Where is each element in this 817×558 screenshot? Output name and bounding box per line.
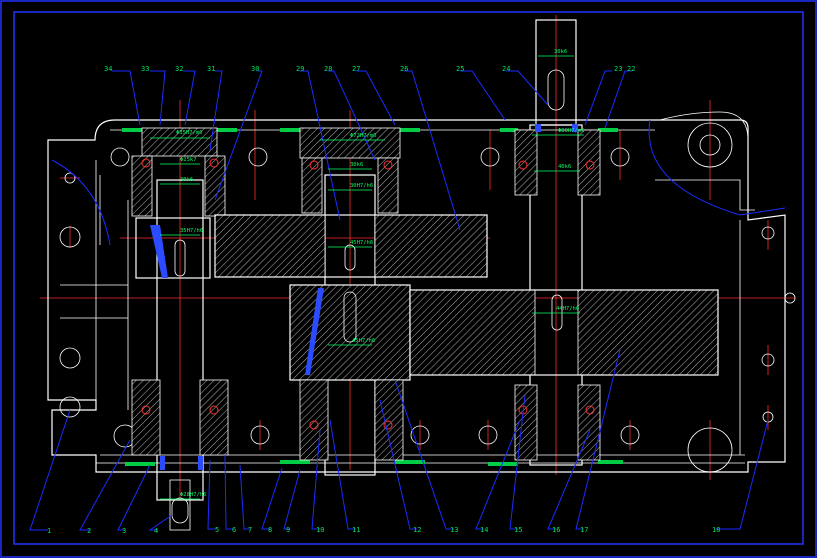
part-number-top-6: 28 (324, 65, 332, 73)
part-number-bottom-11: 12 (413, 526, 421, 534)
dimension-text-7: 30k6 (180, 177, 193, 183)
leader-lines (29, 70, 786, 531)
dimension-text-11: 44H7/h6 (556, 306, 579, 312)
part-number-top-9: 25 (456, 65, 464, 73)
part-number-bottom-2: 3 (122, 527, 126, 535)
part-number-bottom-10: 11 (352, 526, 360, 534)
bearings (141, 158, 595, 430)
part-number-bottom-14: 15 (514, 526, 522, 534)
part-number-bottom-8: 9 (286, 526, 290, 534)
part-number-top-1: 33 (141, 65, 149, 73)
part-number-bottom-13: 14 (480, 526, 488, 534)
dimension-text-9: 35H7/h6 (180, 228, 203, 234)
dimension-text-3: Φ80H7/m6 (558, 128, 585, 134)
intermediate-shaft (214, 127, 488, 476)
part-number-top-8: 26 (400, 65, 408, 73)
part-number-bottom-12: 13 (450, 526, 458, 534)
part-number-bottom-17: 18 (712, 526, 720, 534)
dimension-text-1: Φ35H7/m6 (176, 130, 203, 136)
part-number-bottom-15: 16 (552, 526, 560, 534)
part-number-bottom-0: 1 (47, 527, 51, 535)
part-number-bottom-4: 5 (215, 526, 219, 534)
dimension-text-13: Φ28H7/h6 (180, 492, 207, 498)
part-number-bottom-7: 8 (268, 526, 272, 534)
output-shaft (409, 19, 719, 466)
part-number-top-10: 24 (502, 65, 510, 73)
part-number-top-2: 32 (175, 65, 183, 73)
part-number-bottom-16: 17 (580, 526, 588, 534)
input-shaft (131, 127, 229, 531)
part-number-bottom-5: 6 (232, 526, 236, 534)
part-number-bottom-1: 2 (87, 527, 91, 535)
part-number-top-5: 29 (296, 65, 304, 73)
dimension-text-8: 30H7/h6 (350, 183, 373, 189)
seals (150, 124, 578, 470)
dimension-text-6: 40k6 (558, 164, 571, 170)
inner-border (13, 11, 804, 545)
part-number-bottom-3: 4 (154, 527, 158, 535)
dimension-text-10: 45H7/h6 (350, 240, 373, 246)
part-number-top-12: 22 (627, 65, 635, 73)
part-number-top-0: 34 (104, 65, 112, 73)
gaskets (122, 128, 623, 466)
top-part-numbers: 34 33 32 31 30 29 28 27 26 25 24 23 22 (104, 65, 635, 73)
dimension-lines (150, 55, 584, 500)
part-number-top-4: 30 (251, 65, 259, 73)
part-number-top-11: 23 (614, 65, 622, 73)
dimension-text-12: 45H7/h6 (352, 338, 375, 344)
part-number-bottom-9: 10 (316, 526, 324, 534)
part-number-top-3: 31 (207, 65, 215, 73)
part-number-bottom-6: 7 (248, 526, 252, 534)
part-number-top-7: 27 (352, 65, 360, 73)
dimension-text-4: Φ25k7 (180, 157, 197, 163)
dimension-text-5: 30k6 (350, 162, 363, 168)
dimension-text-0: 30k6 (554, 49, 567, 55)
dimension-text-2: Φ72H7/m6 (350, 133, 377, 139)
